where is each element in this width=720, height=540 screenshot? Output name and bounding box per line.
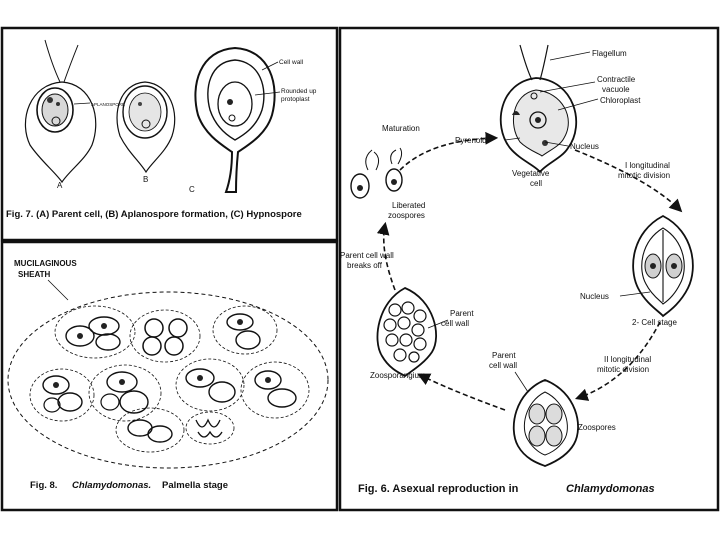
label-first-division-line2: mitotic division [618,171,670,180]
fig8-caption-genus: Chlamydomonas. [72,480,151,491]
label-wall-breaks-line1: Parent cell wall [340,251,394,260]
label-vegetative-line1: Vegetative [512,169,550,178]
label-maturation: Maturation [382,124,420,133]
four-cell-stage-drawing [512,379,579,467]
palmella-colony [29,305,310,453]
label-two-cell-stage: 2- Cell stage [632,318,677,327]
label-aplanospore: APLANOSPORE [91,102,125,107]
label-second-division-line1: II longitudinal [604,355,651,364]
lifecycle-arrows [376,131,683,411]
label-parent-wall-left-line1: Parent [450,309,474,318]
label-sheath: SHEATH [18,270,51,279]
label-parent-wall-bottom-line2: cell wall [489,361,517,370]
label-rounded-up-line1: Rounded up [281,88,317,95]
label-parent-wall-left-line2: cell wall [441,319,469,328]
fig6-caption-prefix: Fig. 6. Asexual reproduction in [358,483,519,495]
vegetative-cell-drawing [499,44,578,174]
fig7-caption: Fig. 7. (A) Parent cell, (B) Aplanospore… [6,209,302,220]
label-liberated-line2: zoospores [388,211,425,220]
fig8-panel: MUCILAGINOUS SHEATH [0,240,339,512]
aplanospore-cell-drawing [116,81,176,174]
fig6-panel: Flagellum Contractile vacuole Chloroplas… [338,26,720,512]
fig8-caption-prefix: Fig. 8. [30,480,57,491]
fig7-panel: APLANOSPORE Cell wall Rounded up protopl… [0,26,339,242]
label-nucleus-top: Nucleus [570,142,599,151]
fig7-frame [0,26,339,242]
label-nucleus-mid: Nucleus [580,292,609,301]
two-cell-stage-drawing [632,214,694,318]
label-liberated-line1: Liberated [392,201,425,210]
label-zoosporangium: Zoosporangium [370,371,426,380]
label-contractile-line2: vacuole [602,85,630,94]
label-chloroplast: Chloroplast [600,96,641,105]
fig6-caption-genus: Chlamydomonas [566,483,655,495]
outer-sheath [7,291,329,469]
liberated-zoospores-drawing [350,147,403,199]
hypnospore-cell-drawing [194,46,281,193]
parent-cell-drawing [24,39,97,184]
label-second-division-line2: mitotic division [597,365,649,374]
label-rounded-up-line2: protoplast [281,96,310,103]
label-contractile-line1: Contractile [597,75,636,84]
label-zoospores: Zoospores [578,423,616,432]
label-first-division-line1: I longitudinal [625,161,670,170]
label-C: C [189,185,195,194]
label-B: B [143,175,148,184]
label-flagellum: Flagellum [592,49,627,58]
label-parent-wall-bottom-line1: Parent [492,351,516,360]
label-wall-breaks-line2: breaks off [347,261,383,270]
label-A: A [57,181,63,190]
label-cell-wall-fig7: Cell wall [279,59,304,66]
label-mucilaginous: MUCILAGINOUS [14,259,77,268]
fig8-caption-suffix: Palmella stage [162,480,228,491]
zoosporangium-drawing [376,287,437,378]
label-vegetative-line2: cell [530,179,542,188]
label-pyrenoid: Pyrenoid [455,136,487,145]
